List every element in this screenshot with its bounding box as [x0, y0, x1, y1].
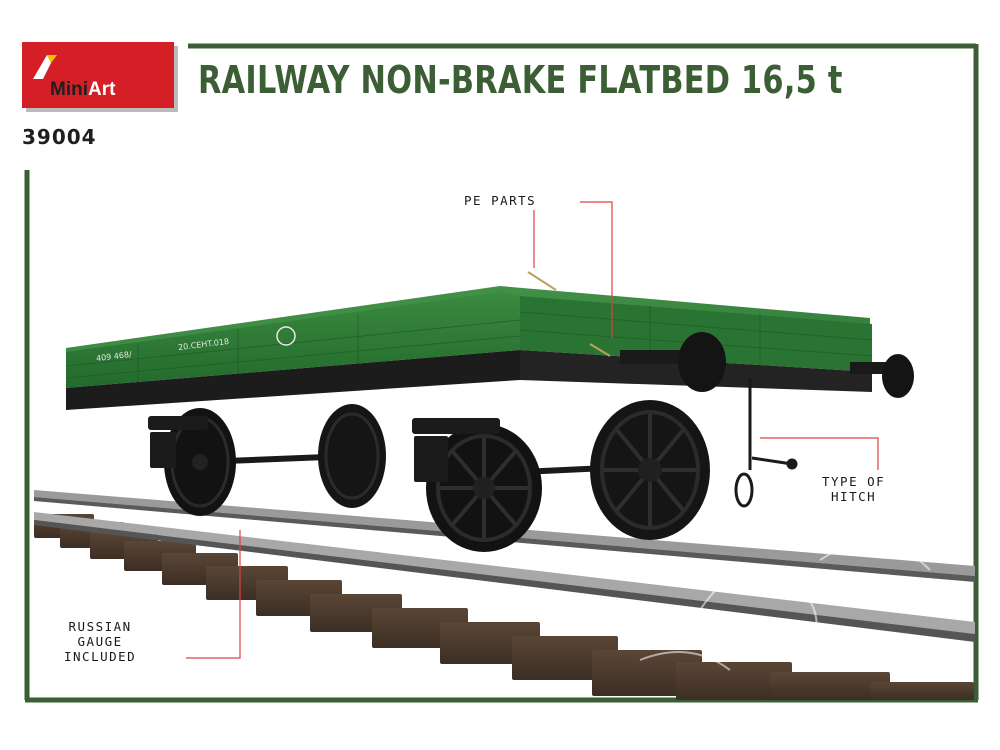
wheel-front-far — [590, 400, 710, 540]
hitch — [734, 378, 798, 508]
miniart-logo: MiniArt — [22, 42, 174, 108]
buffers — [620, 332, 914, 398]
page-title: RAILWAY NON-BRAKE FLATBED 16,5 t — [198, 58, 843, 102]
callout-lines — [186, 201, 879, 659]
callout-russian-gauge: RUSSIAN GAUGE INCLUDED — [64, 619, 137, 664]
watermark — [639, 541, 931, 671]
logo-mark-icon — [33, 55, 57, 79]
callout-pe-parts: PE PARTS — [464, 193, 537, 208]
logo-text: MiniArt — [50, 79, 116, 100]
sleepers — [34, 514, 974, 700]
wheel-front-near — [426, 424, 542, 552]
wheel-rear-far — [318, 404, 386, 508]
callout-type-of-hitch: TYPE OF HITCH — [822, 474, 886, 504]
flatbed-wagon — [65, 271, 914, 552]
product-code: 39004 — [22, 125, 97, 149]
